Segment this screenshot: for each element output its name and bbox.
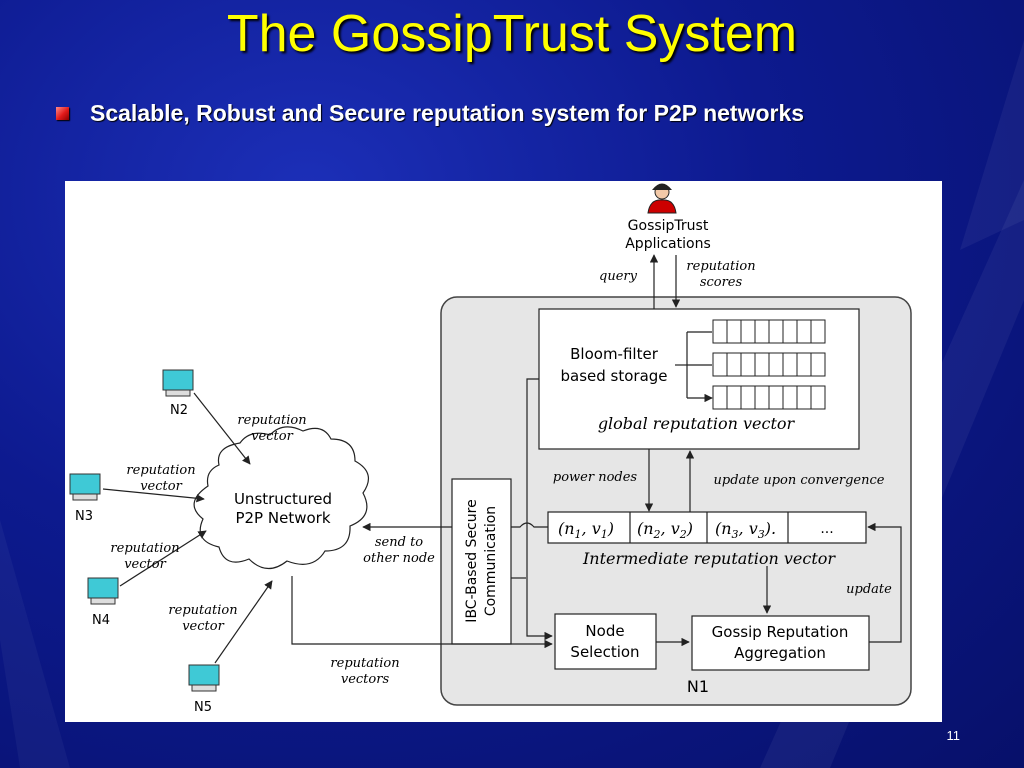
- computer-icon: [188, 664, 220, 692]
- n5-rep-label-1: reputation: [168, 603, 237, 618]
- bloom-label-2: based storage: [560, 367, 667, 385]
- user-icon: [647, 183, 677, 214]
- node-n4-label: N4: [92, 613, 110, 628]
- bullet-item: Scalable, Robust and Secure reputation s…: [56, 100, 804, 127]
- node-selection-label-2: Selection: [570, 643, 639, 661]
- bullet-text: Scalable, Robust and Secure reputation s…: [90, 100, 805, 126]
- vector-cell-2: (n2, v2): [637, 519, 693, 541]
- update-convergence-label: update upon convergence: [714, 473, 885, 488]
- node-selection-label-1: Node: [585, 622, 624, 640]
- bloom-filter-array-2: [712, 352, 826, 377]
- cloud-label-2: P2P Network: [235, 509, 330, 527]
- page-number: 11: [946, 728, 961, 743]
- query-label: query: [599, 269, 638, 284]
- scores-label-1: reputation: [686, 259, 755, 274]
- send-label-2: other node: [363, 551, 435, 566]
- rep-vectors-label-2: vectors: [341, 672, 390, 687]
- vector-cell-1: (n1, v1): [558, 519, 614, 541]
- intermediate-vector-label: Intermediate reputation vector: [582, 549, 836, 568]
- computer-icon: [162, 369, 194, 397]
- svg-text:(n1, v1): (n1, v1): [558, 519, 614, 541]
- bloom-filter-array-1: [712, 319, 826, 344]
- intermediate-vector-box: [547, 511, 867, 544]
- node-selection-box: [554, 613, 657, 670]
- send-label-1: send to: [375, 535, 423, 550]
- n2-rep-label-2: vector: [251, 429, 293, 444]
- bullet-marker-icon: [56, 107, 69, 120]
- n1-label: N1: [687, 677, 709, 696]
- cloud-icon: [193, 426, 370, 570]
- svg-text:(n2, v2): (n2, v2): [637, 519, 693, 541]
- n4-rep-label-2: vector: [124, 557, 166, 572]
- node-n5-label: N5: [194, 700, 212, 715]
- ibc-box: [451, 478, 512, 645]
- vector-cell-3: (n3, v3).: [715, 519, 776, 541]
- scores-label-2: scores: [700, 275, 743, 290]
- node-n3-label: N3: [75, 509, 93, 524]
- gossip-aggregation-box: [691, 615, 870, 671]
- n4-rep-label-1: reputation: [110, 541, 179, 556]
- gossip-label-1: Gossip Reputation: [712, 623, 849, 641]
- bloom-label-1: Bloom-filter: [570, 345, 659, 363]
- n3-rep-label-2: vector: [140, 479, 182, 494]
- ibc-label-1: IBC-Based Secure: [464, 499, 480, 622]
- computer-icon: [69, 473, 101, 501]
- app-label-1: GossipTrust: [628, 218, 709, 234]
- architecture-diagram: Bloom-filter based storage global reputa…: [65, 181, 942, 722]
- n5-rep-label-2: vector: [182, 619, 224, 634]
- n2-rep-label-1: reputation: [237, 413, 306, 428]
- global-vector-label: global reputation vector: [598, 414, 796, 433]
- bloom-filter-array-3: [712, 385, 826, 410]
- slide-title: The GossipTrust System: [226, 5, 798, 63]
- app-label-2: Applications: [625, 236, 711, 252]
- rep-vectors-label-1: reputation: [330, 656, 399, 671]
- svg-text:(n3, v3).: (n3, v3).: [715, 519, 776, 541]
- power-nodes-label: power nodes: [553, 470, 638, 485]
- computer-icon: [87, 577, 119, 605]
- node-n2-label: N2: [170, 403, 188, 418]
- vector-cell-ellipsis: ...: [820, 521, 833, 537]
- update-label: update: [846, 582, 892, 597]
- cloud-label-1: Unstructured: [234, 490, 332, 508]
- ibc-label-2: Communication: [483, 506, 499, 616]
- gossip-label-2: Aggregation: [734, 644, 826, 662]
- n3-rep-label-1: reputation: [126, 463, 195, 478]
